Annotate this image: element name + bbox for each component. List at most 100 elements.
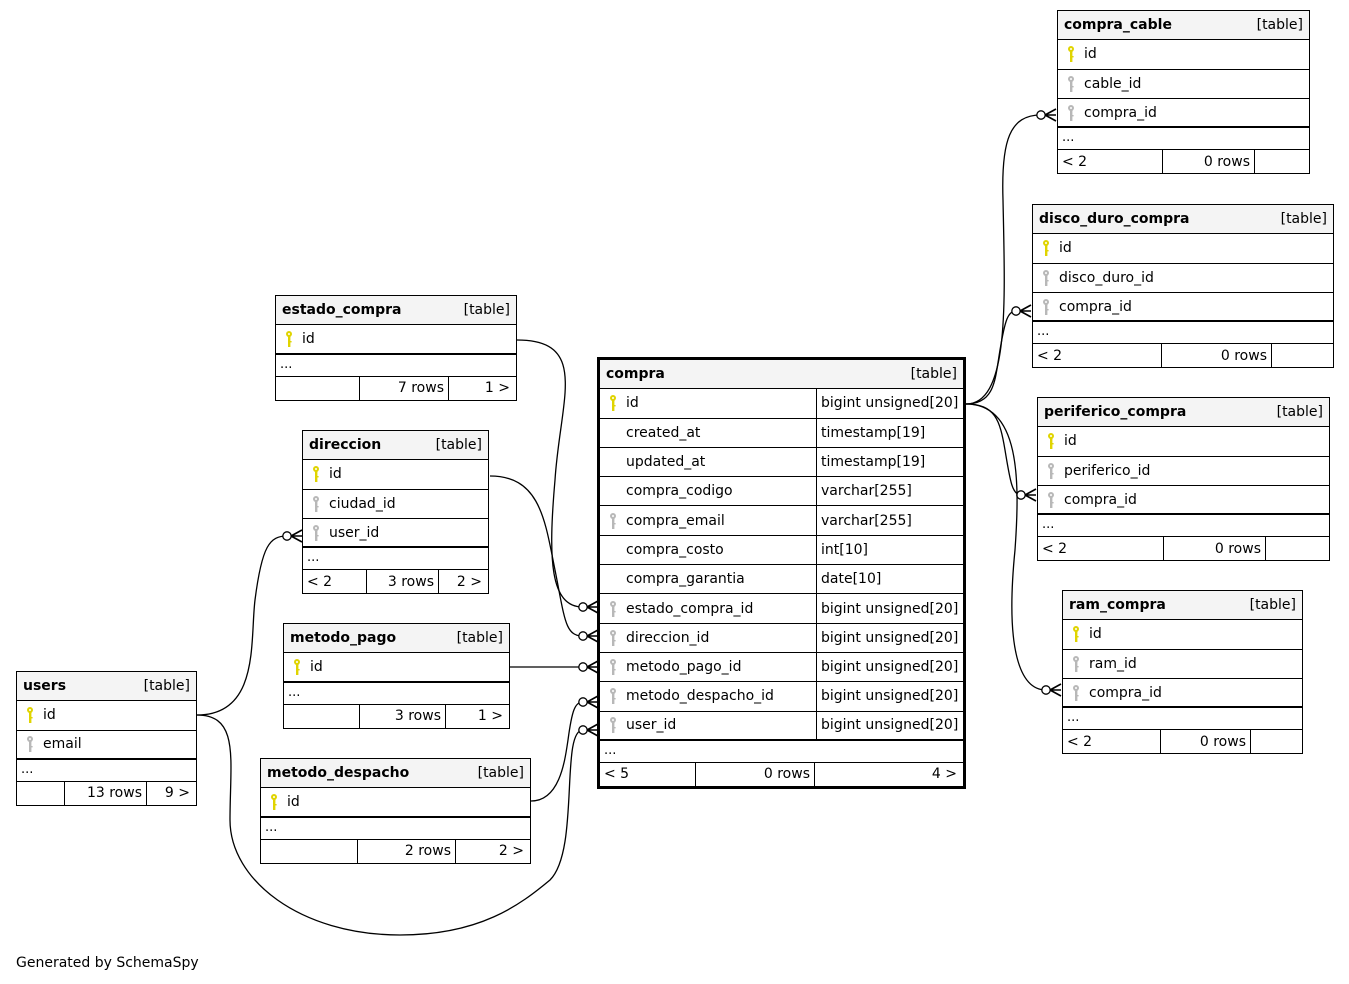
column-name[interactable]: id: [287, 793, 300, 810]
column-name[interactable]: compra_costo: [626, 541, 724, 558]
children-link[interactable]: [1272, 344, 1333, 367]
column-row[interactable]: id: [303, 460, 488, 490]
column-name[interactable]: id: [1084, 46, 1097, 63]
table-name[interactable]: metodo_despacho: [267, 765, 410, 782]
more-columns-ellipsis[interactable]: ...: [17, 760, 196, 782]
parents-link[interactable]: [284, 704, 360, 728]
parents-link[interactable]: < 2: [1033, 344, 1162, 368]
column-row[interactable]: id: [1038, 427, 1329, 457]
children-link[interactable]: 9 >: [164, 785, 190, 802]
column-row[interactable]: compra_id: [1058, 99, 1309, 129]
table-name[interactable]: disco_duro_compra: [1039, 211, 1190, 228]
column-name[interactable]: ciudad_id: [329, 495, 396, 512]
column-name[interactable]: compra_id: [1064, 491, 1137, 508]
more-columns-ellipsis[interactable]: ...: [284, 683, 509, 705]
column-name[interactable]: id: [329, 466, 342, 483]
column-name[interactable]: created_at: [626, 424, 701, 441]
column-row[interactable]: id: [1063, 620, 1302, 650]
column-row[interactable]: direccion_id bigint unsigned[20]: [600, 623, 963, 653]
column-name[interactable]: user_id: [626, 717, 677, 734]
parents-link[interactable]: [17, 781, 65, 805]
column-row[interactable]: id: [1033, 234, 1333, 264]
children-link[interactable]: 1 >: [484, 380, 510, 397]
column-name[interactable]: updated_at: [626, 454, 706, 471]
column-row[interactable]: compra_costo int[10]: [600, 535, 963, 566]
column-row[interactable]: id: [261, 788, 530, 818]
column-name[interactable]: cable_id: [1084, 75, 1142, 92]
column-name[interactable]: disco_duro_id: [1059, 269, 1154, 286]
column-name[interactable]: id: [1064, 433, 1077, 450]
parents-link[interactable]: [261, 839, 358, 863]
table-users[interactable]: users [table] id email ... 13 rows 9 >: [16, 671, 197, 806]
parents-link[interactable]: < 2: [1063, 730, 1161, 754]
table-name[interactable]: estado_compra: [282, 302, 402, 319]
children-link[interactable]: 4 >: [931, 766, 957, 783]
table-header[interactable]: estado_compra [table]: [276, 296, 516, 326]
column-row[interactable]: metodo_despacho_id bigint unsigned[20]: [600, 682, 963, 712]
column-row[interactable]: id: [284, 653, 509, 683]
children-link[interactable]: 1 >: [477, 708, 503, 725]
children-link[interactable]: [1251, 730, 1302, 753]
column-row[interactable]: metodo_pago_id bigint unsigned[20]: [600, 652, 963, 683]
table-header[interactable]: compra_cable [table]: [1058, 11, 1309, 41]
column-row[interactable]: ciudad_id: [303, 490, 488, 519]
column-row[interactable]: compra_id: [1038, 486, 1329, 516]
column-row[interactable]: ram_id: [1063, 650, 1302, 679]
more-columns-ellipsis[interactable]: ...: [303, 548, 488, 571]
column-row[interactable]: cable_id: [1058, 70, 1309, 99]
column-name[interactable]: id: [310, 658, 323, 675]
column-row[interactable]: compra_email varchar[255]: [600, 506, 963, 536]
column-name[interactable]: ram_id: [1089, 655, 1137, 672]
children-link[interactable]: [1255, 150, 1309, 173]
table-name[interactable]: ram_compra: [1069, 597, 1166, 614]
column-row[interactable]: estado_compra_id bigint unsigned[20]: [600, 594, 963, 624]
table-name[interactable]: periferico_compra: [1044, 404, 1187, 421]
column-row[interactable]: id: [1058, 40, 1309, 70]
column-name[interactable]: id: [43, 707, 56, 724]
column-row[interactable]: id: [276, 325, 516, 355]
table-header[interactable]: periferico_compra [table]: [1038, 398, 1329, 428]
table-header[interactable]: metodo_pago [table]: [284, 624, 509, 654]
table-header[interactable]: metodo_despacho [table]: [261, 759, 530, 789]
table-disco-duro-compra[interactable]: disco_duro_compra [table] id disco_duro_…: [1032, 204, 1334, 369]
children-link[interactable]: 2 >: [456, 573, 482, 590]
table-direccion[interactable]: direccion [table] id ciudad_id user_id: [302, 430, 489, 595]
table-compra-cable[interactable]: compra_cable [table] id cable_id compra: [1057, 10, 1310, 175]
table-name[interactable]: metodo_pago: [290, 630, 397, 647]
table-name[interactable]: compra_cable: [1064, 17, 1172, 34]
column-row[interactable]: user_id: [303, 519, 488, 549]
column-row[interactable]: periferico_id: [1038, 457, 1329, 486]
column-name[interactable]: direccion_id: [626, 629, 710, 646]
table-header[interactable]: disco_duro_compra [table]: [1033, 205, 1333, 235]
column-name[interactable]: id: [1089, 626, 1102, 643]
column-row[interactable]: updated_at timestamp[19]: [600, 447, 963, 478]
table-ram-compra[interactable]: ram_compra [table] id ram_id compra_id: [1062, 590, 1303, 755]
table-header[interactable]: direccion [table]: [303, 431, 488, 461]
more-columns-ellipsis[interactable]: ...: [1058, 128, 1309, 151]
children-link[interactable]: 2 >: [498, 843, 524, 860]
table-name[interactable]: direccion: [309, 437, 382, 454]
column-name[interactable]: estado_compra_id: [626, 600, 754, 617]
table-header[interactable]: compra [table]: [600, 360, 963, 390]
column-row[interactable]: id bigint unsigned[20]: [600, 389, 963, 419]
table-compra[interactable]: compra [table] id bigint unsigned[20] cr…: [597, 357, 966, 789]
table-header[interactable]: ram_compra [table]: [1063, 591, 1302, 621]
table-name[interactable]: users: [23, 678, 67, 695]
column-row[interactable]: compra_id: [1033, 293, 1333, 323]
column-name[interactable]: user_id: [329, 524, 380, 541]
column-row[interactable]: created_at timestamp[19]: [600, 418, 963, 448]
column-name[interactable]: compra_garantia: [626, 571, 745, 588]
column-name[interactable]: id: [1059, 240, 1072, 257]
more-columns-ellipsis[interactable]: ...: [1038, 515, 1329, 538]
more-columns-ellipsis[interactable]: ...: [1063, 708, 1302, 731]
column-row[interactable]: user_id bigint unsigned[20]: [600, 711, 963, 741]
column-name[interactable]: compra_id: [1084, 104, 1157, 121]
table-header[interactable]: users [table]: [17, 672, 196, 702]
table-metodo-pago[interactable]: metodo_pago [table] id ... 3 rows 1 >: [283, 623, 510, 729]
more-columns-ellipsis[interactable]: ...: [261, 818, 530, 840]
table-metodo-despacho[interactable]: metodo_despacho [table] id ... 2 rows 2 …: [260, 758, 531, 864]
parents-link[interactable]: < 2: [1038, 537, 1164, 561]
column-name[interactable]: id: [302, 330, 315, 347]
column-name[interactable]: compra_codigo: [626, 483, 733, 500]
parents-link[interactable]: [276, 376, 360, 400]
